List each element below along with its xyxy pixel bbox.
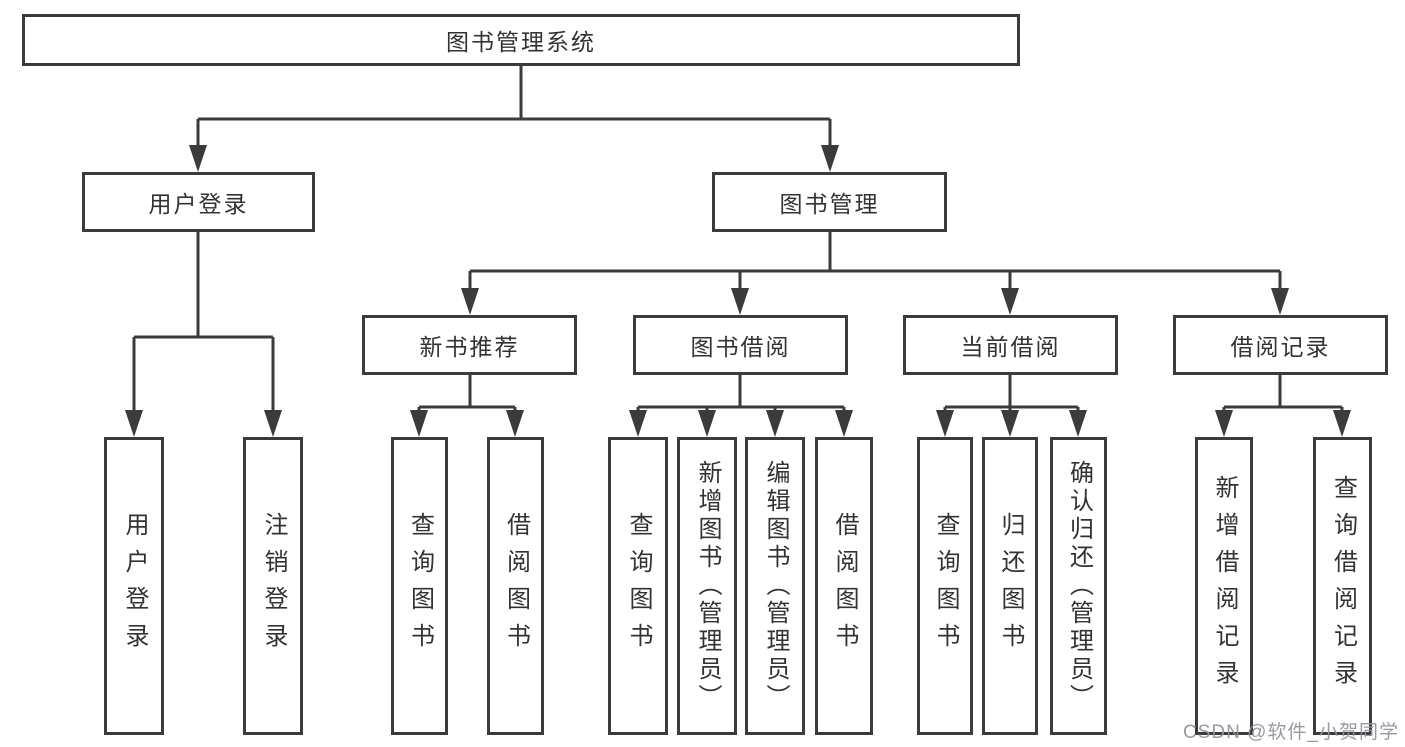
- leaf-borrow-query-books: 查询图书: [608, 437, 668, 735]
- leaf-current-query-books-label: 查询图书: [932, 512, 959, 660]
- leaf-query-borrow-record: 查询借阅记录: [1313, 437, 1372, 735]
- csdn-watermark: CSDN @软件_小贺同学: [1183, 722, 1399, 743]
- node-borrow-records-label: 借阅记录: [1230, 334, 1331, 360]
- node-user-login-label: 用户登录: [148, 191, 249, 217]
- node-book-borrow: 图书借阅: [633, 315, 848, 375]
- leaf-query-borrow-record-label: 查询借阅记录: [1329, 475, 1357, 697]
- leaf-recommend-query-books: 查询图书: [391, 437, 448, 735]
- leaf-recommend-borrow-books-label: 借阅图书: [502, 512, 530, 660]
- leaf-add-books-admin-label: 新增图书（管理员）: [694, 460, 721, 712]
- node-root: 图书管理系统: [22, 14, 1020, 66]
- node-user-login: 用户登录: [82, 172, 315, 232]
- leaf-recommend-query-books-label: 查询图书: [406, 512, 434, 660]
- node-new-book-recommend: 新书推荐: [362, 315, 577, 375]
- leaf-add-borrow-record-label: 新增借阅记录: [1211, 475, 1238, 697]
- leaf-logout: 注销登录: [243, 437, 303, 735]
- leaf-user-login-label: 用户登录: [121, 512, 148, 660]
- leaf-borrow-query-books-label: 查询图书: [625, 512, 652, 660]
- leaf-edit-books-admin-label: 编辑图书（管理员）: [762, 460, 789, 712]
- leaf-logout-label: 注销登录: [260, 512, 287, 660]
- node-borrow-records: 借阅记录: [1173, 315, 1388, 375]
- node-current-borrow-label: 当前借阅: [960, 334, 1061, 360]
- leaf-borrow-books-label: 借阅图书: [831, 512, 858, 660]
- leaf-recommend-borrow-books: 借阅图书: [487, 437, 544, 735]
- node-root-label: 图书管理系统: [446, 29, 596, 55]
- leaf-add-borrow-record: 新增借阅记录: [1195, 437, 1253, 735]
- leaf-edit-books-admin: 编辑图书（管理员）: [745, 437, 805, 735]
- node-current-borrow: 当前借阅: [903, 315, 1118, 375]
- node-book-management-label: 图书管理: [779, 191, 880, 217]
- arrowheads: [125, 145, 1351, 437]
- leaf-current-query-books: 查询图书: [917, 437, 973, 735]
- leaf-return-books: 归还图书: [982, 437, 1038, 735]
- leaf-return-books-label: 归还图书: [997, 512, 1024, 660]
- leaf-confirm-return-admin-label: 确认归还（管理员）: [1065, 460, 1093, 712]
- leaf-user-login: 用户登录: [104, 437, 164, 735]
- node-book-management: 图书管理: [712, 172, 947, 232]
- node-new-book-recommend-label: 新书推荐: [419, 334, 520, 360]
- leaf-borrow-books: 借阅图书: [815, 437, 873, 735]
- leaf-add-books-admin: 新增图书（管理员）: [677, 437, 737, 735]
- node-book-borrow-label: 图书借阅: [690, 334, 791, 360]
- leaf-confirm-return-admin: 确认归还（管理员）: [1050, 437, 1107, 735]
